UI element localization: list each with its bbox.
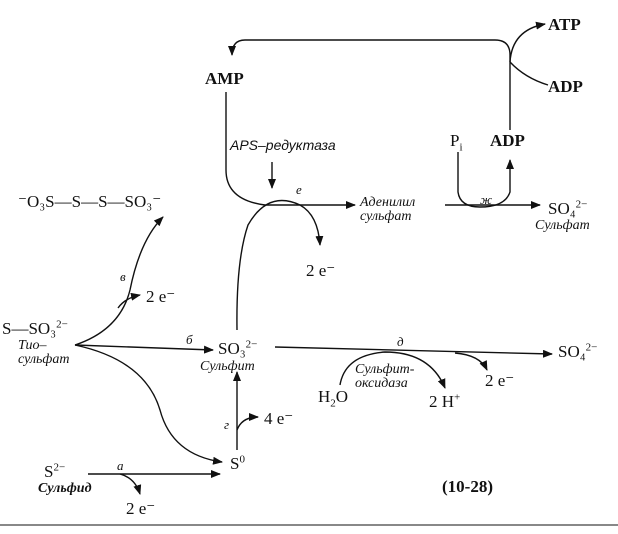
line-pi-loop bbox=[457, 152, 514, 208]
electrons-oxidase: 2 e⁻ bbox=[485, 371, 515, 390]
arrow-2e-sulfide bbox=[119, 473, 142, 495]
trithionate-label: ⁻O₃S—S—S—SO₃⁻ bbox=[18, 192, 162, 211]
aps-reductase-label: APS–редуктаза bbox=[230, 137, 336, 153]
arrow-sulfite-to-sulfate bbox=[274, 346, 553, 358]
arrow-thio-to-sulfur bbox=[74, 344, 223, 465]
arrow-adp-to-amp bbox=[228, 39, 511, 130]
sulfate-top-label: SO₄2− bbox=[548, 198, 588, 218]
sulfate-right-label: SO₄2− bbox=[558, 341, 598, 361]
aps-label: Аденилил сульфат bbox=[360, 195, 416, 224]
arrow-4e-sulfur bbox=[236, 413, 259, 431]
step-e: е bbox=[296, 182, 302, 197]
atp-label: ATP bbox=[548, 15, 581, 34]
step-g: г bbox=[224, 417, 230, 432]
arrow-thio-to-sulfite bbox=[74, 344, 214, 354]
sulfite-name: Сульфит bbox=[200, 359, 255, 374]
sulfide-name: Сульфид bbox=[38, 481, 92, 496]
amp-label: AMP bbox=[205, 69, 244, 88]
arrow-2e-trithionate bbox=[117, 292, 141, 309]
arrow-2e-oxidase bbox=[454, 352, 488, 371]
adp-label-top: ADP bbox=[548, 77, 583, 96]
thiosulfate-label: S—SO₃2− bbox=[2, 318, 68, 338]
step-v: в bbox=[120, 269, 126, 284]
step-d: д bbox=[397, 334, 404, 349]
sulfur-label: S0 bbox=[230, 453, 245, 473]
protons-label: 2 H+ bbox=[429, 391, 461, 411]
electrons-aps: 2 e⁻ bbox=[306, 261, 336, 280]
sulfite-oxidase-label: Сульфит- оксидаза bbox=[355, 362, 415, 391]
water-label: H2O bbox=[318, 387, 349, 410]
curve-sulfite-to-aps bbox=[236, 199, 324, 331]
thiosulfate-name: Тио– сульфат bbox=[18, 338, 70, 367]
figure-number: (10-28) bbox=[442, 477, 493, 496]
curve-sulfite-oxidase bbox=[339, 351, 446, 389]
sulfate-top-name: Сульфат bbox=[535, 218, 590, 233]
electrons-trithionate: 2 e⁻ bbox=[146, 287, 176, 306]
pi-label: Pi bbox=[450, 131, 463, 154]
sulfite-label: SO₃2− bbox=[218, 338, 258, 358]
arrow-thio-to-trithionate bbox=[74, 216, 164, 346]
sulfide-label: S2− bbox=[44, 461, 66, 481]
adp-label-right: ADP bbox=[490, 131, 525, 150]
arrow-to-atp bbox=[509, 21, 546, 63]
step-b: б bbox=[186, 332, 193, 347]
line-adp-top bbox=[509, 61, 549, 86]
step-zh: ж bbox=[480, 192, 493, 207]
electrons-sulfide: 2 e⁻ bbox=[126, 499, 156, 518]
step-a: а bbox=[117, 458, 124, 473]
electrons-sulfur: 4 e⁻ bbox=[264, 409, 294, 428]
